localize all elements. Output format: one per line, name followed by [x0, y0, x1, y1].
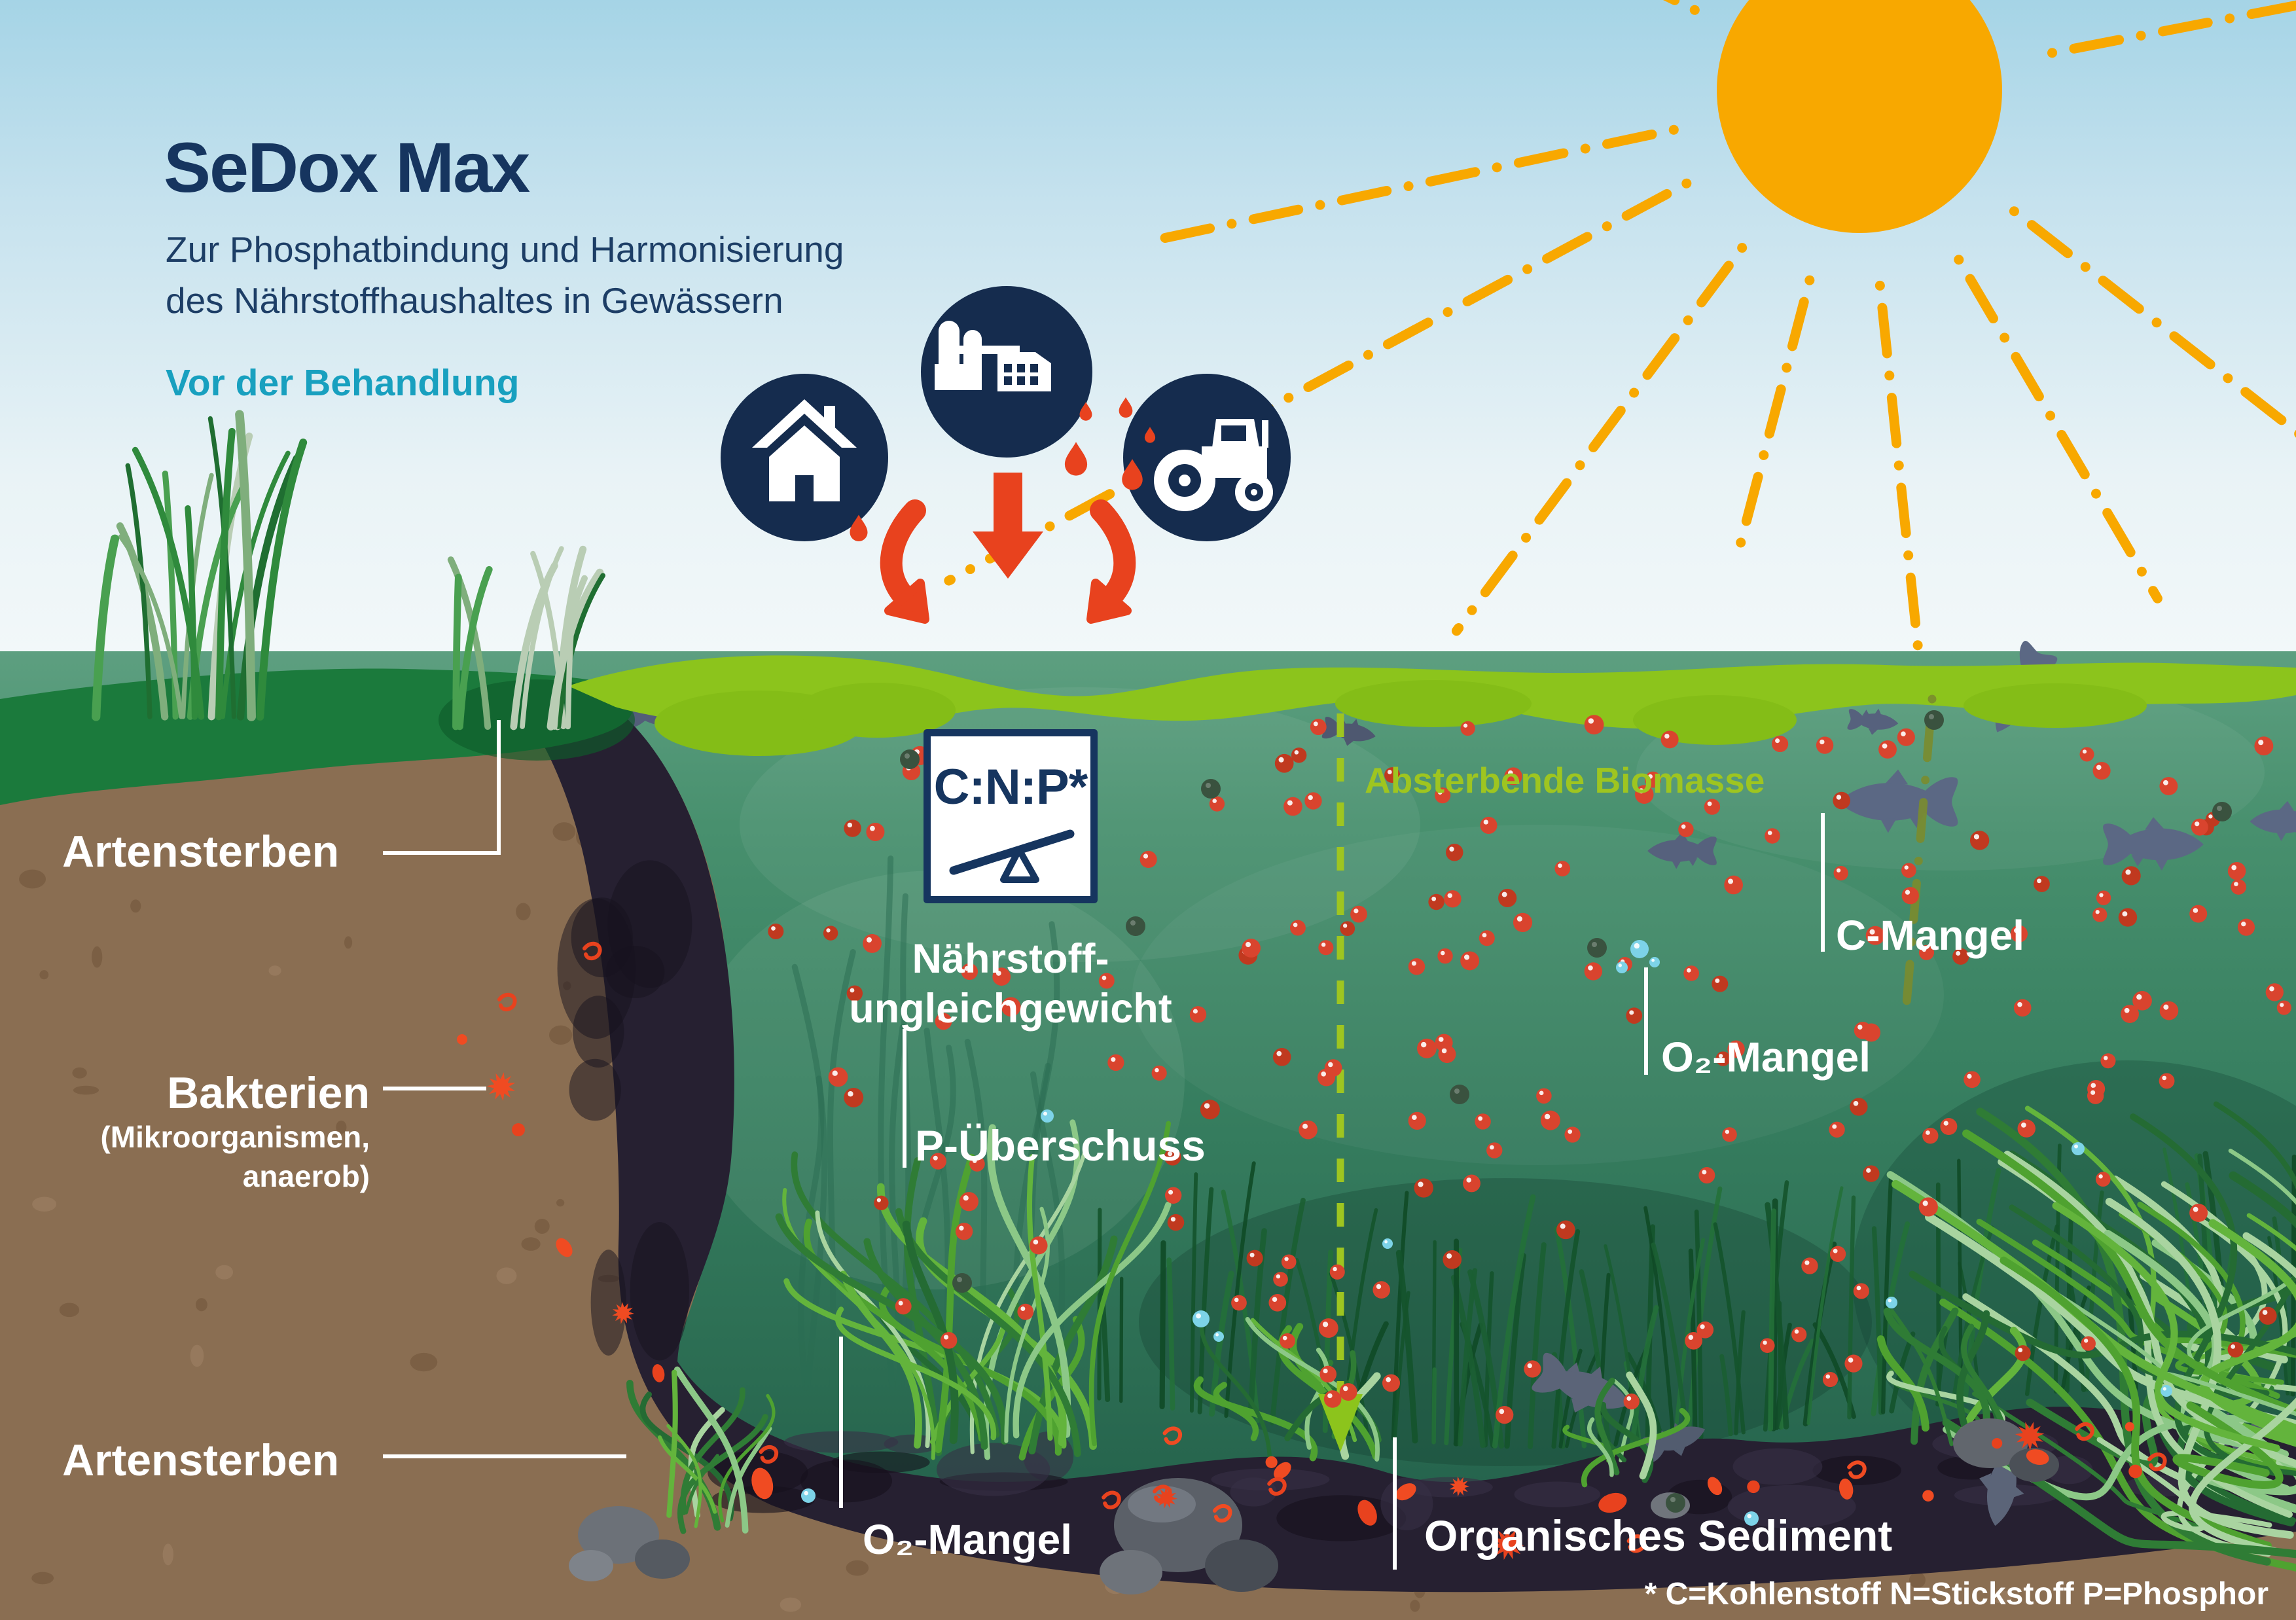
connector-bacteria — [383, 1087, 486, 1090]
label-dying-biomass: Absterbende Biomasse — [1365, 760, 1765, 801]
connector-species-loss-top-h — [383, 851, 501, 855]
connector-species-loss-bottom — [383, 1454, 626, 1458]
label-bacteria-sub-2: anaerob) — [242, 1159, 370, 1193]
rocks — [569, 1418, 2059, 1594]
label-species-loss-bottom: Artensterben — [62, 1435, 340, 1485]
inflow-arrows — [880, 473, 1136, 624]
nutrient-imbalance-caption: Nährstoff- ungleichgewicht — [749, 935, 1272, 1034]
label-bacteria: Bakterien — [167, 1068, 370, 1118]
connector-o2-right — [1644, 967, 1648, 1075]
factory-icon — [935, 321, 1051, 391]
label-p-excess: P-Überschuss — [915, 1121, 1206, 1170]
source-house — [721, 374, 888, 541]
label-c-deficiency: C-Mangel — [1836, 912, 2024, 959]
subtitle-line-2: des Nährstoffhaushaltes in Gewässern — [166, 280, 783, 321]
caption-line-1: Nährstoff- — [912, 936, 1109, 982]
cnp-ratio-box: C:N:P* — [924, 729, 1098, 903]
label-bacteria-sub-1: (Mikroorganismen, — [100, 1120, 370, 1155]
underwater-plant-shadows — [791, 855, 1066, 1391]
subtitle-line-1: Zur Phosphatbindung und Harmonisierung — [166, 229, 844, 270]
label-o2-deficiency-right: O₂-Mangel — [1661, 1034, 1871, 1081]
connector-species-loss-top-v — [497, 720, 501, 855]
organic-sediment-layer — [517, 682, 2296, 1593]
connector-c-deficiency — [1821, 813, 1825, 952]
caption-line-2: ungleichgewicht — [849, 985, 1172, 1032]
label-species-loss-top: Artensterben — [62, 827, 340, 876]
cnp-formula: C:N:P* — [933, 759, 1088, 815]
seesaw-imbalance-icon — [949, 829, 1075, 883]
phase-label: Vor der Behandlung — [166, 362, 520, 404]
underwater-sun-ray — [1901, 694, 1937, 1016]
algae-band-lobes — [655, 680, 2147, 756]
house-icon — [752, 399, 857, 501]
sun-rays — [944, 0, 2296, 655]
source-tractor — [1119, 374, 1291, 541]
label-bacteria-block: Bakterien (Mikroorganismen, anaerob) — [62, 1068, 370, 1197]
connector-o2-bottom — [839, 1337, 843, 1508]
arrow-curved-left — [880, 499, 929, 624]
page-subtitle: Zur Phosphatbindung und Harmonisierung d… — [166, 224, 844, 326]
arrow-down-center — [973, 473, 1043, 579]
page-title: SeDox Max — [164, 128, 530, 207]
connector-organic-sediment — [1393, 1437, 1397, 1570]
phosphorus-dots — [768, 710, 2291, 1526]
tractor-icon — [1154, 419, 1273, 511]
bacteria-shapes — [457, 941, 2167, 1560]
shore-reeds — [92, 410, 605, 730]
arrow-curved-right — [1086, 499, 1136, 624]
label-organic-sediment: Organisches Sediment — [1424, 1511, 1893, 1560]
label-o2-deficiency-bottom: O₂-Mangel — [863, 1516, 1072, 1563]
dying-biomass-divider — [1318, 713, 1363, 1452]
sun-icon — [1717, 0, 2002, 233]
source-factory — [921, 286, 1092, 476]
connector-p-excess — [903, 1029, 906, 1168]
footnote: * C=Kohlenstoff N=Stickstoff P=Phosphor — [1644, 1577, 2269, 1611]
